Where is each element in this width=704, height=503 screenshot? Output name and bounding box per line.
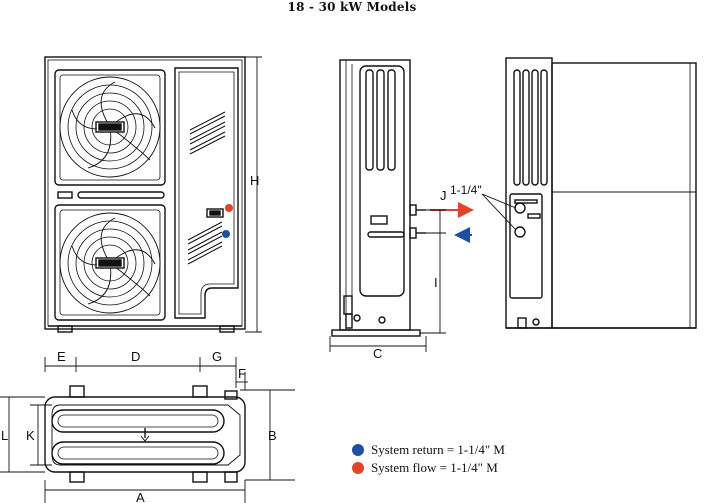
- label-i: I: [434, 275, 438, 290]
- label-c: C: [373, 346, 382, 361]
- legend-flow: System flow = 1-1/4" M: [352, 459, 505, 477]
- return-dot-icon: [352, 444, 364, 456]
- dim-edg: [44, 357, 248, 390]
- legend-flow-text: System flow = 1-1/4" M: [371, 460, 498, 475]
- front-flow-connection: [225, 204, 233, 212]
- fan-upper: [54, 69, 166, 186]
- front-return-connection: [222, 230, 230, 238]
- legend-return-text: System return = 1-1/4" M: [371, 442, 505, 457]
- dim-l-k: [0, 396, 52, 473]
- top-view: [44, 385, 246, 483]
- label-h: H: [250, 173, 259, 188]
- legend-return: System return = 1-1/4" M: [352, 441, 505, 459]
- label-d: D: [131, 349, 140, 364]
- dim-a: [44, 480, 246, 503]
- label-f: F: [238, 366, 246, 381]
- pipe-size-leaders: [481, 193, 517, 231]
- label-a: A: [136, 490, 145, 503]
- rear-view: [505, 57, 697, 329]
- label-j: J: [440, 188, 447, 203]
- label-pipe-size: 1-1/4": [450, 183, 482, 197]
- dim-j-i: [420, 209, 446, 334]
- dim-c: [329, 336, 427, 352]
- dim-h: [245, 56, 262, 333]
- flow-dot-icon: [352, 462, 364, 474]
- label-l: L: [1, 428, 8, 443]
- dim-b: [240, 389, 295, 481]
- legend: System return = 1-1/4" M System flow = 1…: [352, 441, 505, 477]
- fan-lower: [54, 204, 166, 321]
- label-k: K: [26, 428, 35, 443]
- side-view: [331, 59, 426, 337]
- front-louvers: [187, 111, 226, 265]
- page-title: 18 - 30 kW Models: [287, 0, 417, 14]
- front-view: [44, 56, 246, 333]
- label-e: E: [57, 349, 66, 364]
- label-b: B: [268, 428, 277, 443]
- label-g: G: [212, 349, 222, 364]
